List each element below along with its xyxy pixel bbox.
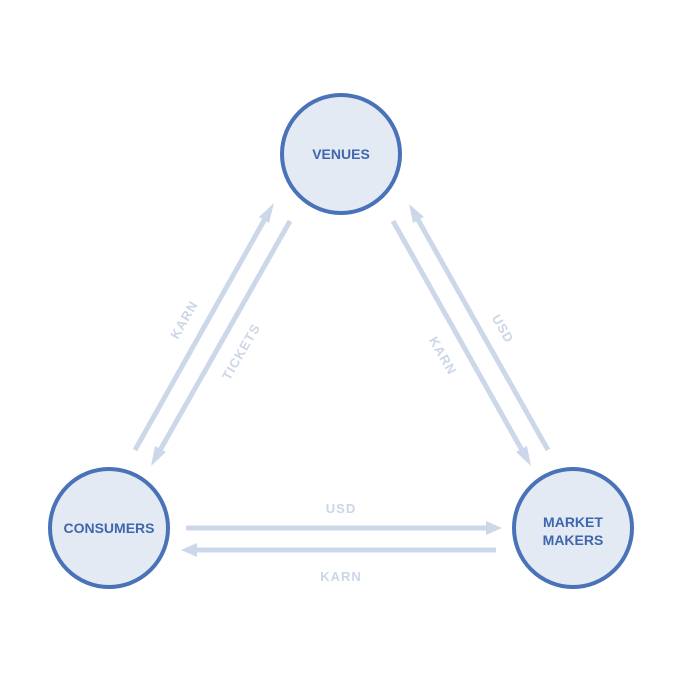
arrow-market-makers-to-consumers [181,543,496,557]
node-market-makers-label-line1: MARKET [543,514,603,530]
node-consumers[interactable]: CONSUMERS [48,467,170,589]
node-market-makers-label-line2: MAKERS [543,532,604,548]
node-venues[interactable]: VENUES [280,93,402,215]
label-venues-to-market-makers: KARN [426,334,460,377]
arrow-consumers-to-market-makers [186,521,502,535]
label-consumers-to-venues: KARN [167,298,201,341]
node-market-makers[interactable]: MARKET MAKERS [512,467,634,589]
label-consumers-to-market-makers: USD [326,501,356,516]
arrow-market-makers-to-venues [409,204,551,452]
label-market-makers-to-venues: USD [489,312,517,346]
arrow-venues-to-market-makers [390,219,531,466]
label-market-makers-to-consumers: KARN [320,569,362,584]
node-consumers-label: CONSUMERS [63,520,154,536]
arrow-venues-to-consumers [151,219,293,466]
node-venues-label: VENUES [312,146,370,162]
arrow-consumers-to-venues [132,203,274,452]
